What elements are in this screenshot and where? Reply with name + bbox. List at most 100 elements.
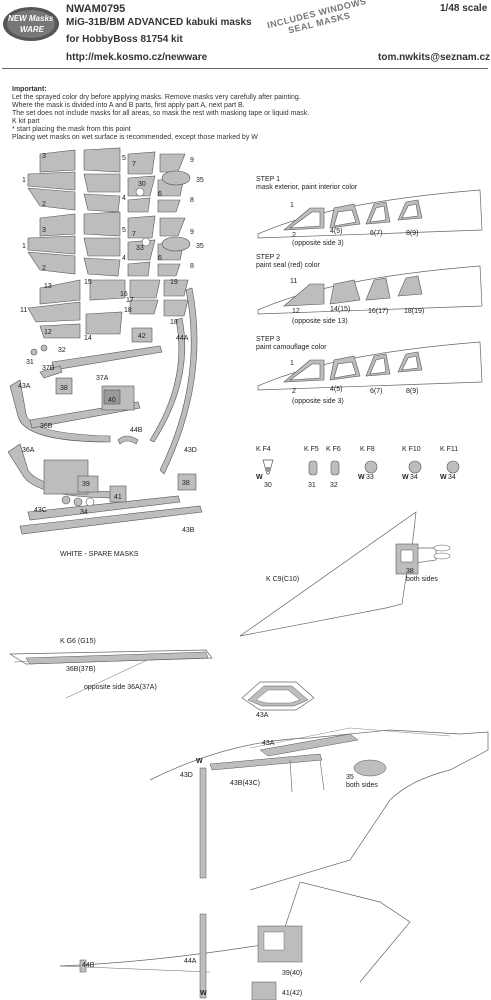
kit-part-label: K F8 [360, 446, 375, 453]
sheet-num: 12 [44, 329, 52, 336]
instruction-line: The set does not include masks for all a… [12, 110, 310, 117]
fuselage-label: 43A [262, 740, 275, 747]
step3-label: 4(5) [330, 386, 343, 393]
instruction-line: Important: [12, 86, 47, 93]
sheet-num: 7 [132, 231, 136, 238]
kit-part-label: K F6 [326, 446, 341, 453]
step2-label: 11 [290, 278, 298, 285]
wet-marker: W [196, 758, 203, 765]
sheet-num: 2 [42, 201, 46, 208]
fuselage-label: 43B(43C) [230, 780, 260, 787]
sheet-num: 31 [26, 359, 34, 366]
sheet-num: 33 [136, 245, 144, 252]
fuselage-label: 35 [346, 774, 354, 781]
sheet-num: 43D [184, 447, 197, 454]
wheel-masks: K F4 W 30 K F5 31 K F6 32 K F8 W 33 K F1… [252, 446, 482, 496]
step2-label: 14(15) [330, 306, 351, 313]
fuselage-side-diagram: 43A 43D 43B(43C) 35 both sides W [150, 720, 490, 890]
fuselage-label: both sides [346, 782, 378, 789]
sheet-num: 30 [138, 181, 146, 188]
sheet-num: 8 [190, 197, 194, 204]
step2-desc: paint seal (red) color [256, 262, 320, 269]
sheet-num: 40 [108, 397, 116, 404]
kit-part-label: K F4 [256, 446, 271, 453]
wet-marker: W [256, 474, 263, 481]
step1-title: STEP 1 [256, 176, 280, 183]
step3-label: 6(7) [370, 388, 383, 395]
tail-mask-number: 38 [406, 568, 414, 575]
logo-top-text: NEW Masks [8, 14, 54, 23]
wheel-f5-icon [308, 460, 318, 476]
step2-note: (opposite side 13) [292, 318, 348, 325]
fin-kit-label: K G6 (G15) [60, 638, 96, 645]
sheet-num: 42 [138, 333, 146, 340]
sheet-num: 2 [42, 265, 46, 272]
sheet-num: 43A [18, 383, 31, 390]
logo-oval [3, 7, 59, 41]
vertical-fin-diagram: K G6 (G15) 36B(37B) opposite side 36A(37… [6, 634, 216, 698]
kit-part-label: K F10 [402, 446, 421, 453]
sheet-num: 9 [190, 229, 194, 236]
wet-marker: W [358, 474, 365, 481]
step3-label: 8(9) [406, 388, 419, 395]
step1-note: (opposite side 3) [292, 240, 344, 247]
instruction-line: Where the mask is divided into A and B p… [12, 102, 245, 109]
sheet-num: 5 [122, 227, 126, 234]
sheet-num: 3 [42, 227, 46, 234]
sheet-num: 7 [132, 161, 136, 168]
canopy-mask-number: 43A [256, 712, 269, 719]
mask-number: 33 [366, 474, 374, 481]
sheet-labels: 3 5 7 9 1 30 35 2 4 6 8 3 5 7 9 1 33 35 … [18, 153, 204, 558]
sheet-num: 18 [170, 319, 178, 326]
step3-title: STEP 3 [256, 336, 280, 343]
instructions: Important: Let the sprayed color dry bef… [12, 86, 332, 142]
sheet-num: 15 [84, 279, 92, 286]
lower-fuselage-diagram: 44B 44A 39(40) 41(42) W [60, 882, 440, 1000]
step3-label: 2 [292, 388, 296, 395]
wheel-f8-icon [364, 460, 378, 474]
steps-panel: STEP 1 mask exterior, paint interior col… [250, 172, 490, 412]
mask-sheet: 3 5 7 9 1 30 35 2 4 6 8 3 5 7 9 1 33 35 … [7, 147, 204, 558]
step2-label: 12 [292, 308, 300, 315]
sheet-num: 44B [130, 427, 143, 434]
fuselage-label: 43D [180, 772, 193, 779]
sheet-num: 38 [60, 385, 68, 392]
sheet-num: 37A [96, 375, 109, 382]
canopy-drawing [241, 681, 315, 711]
tail-fin-drawing [239, 511, 451, 637]
sheet-num: 19 [170, 279, 178, 286]
fin-mask-number: 36B(37B) [66, 666, 96, 673]
product-subtitle: for HobbyBoss 81754 kit [66, 34, 183, 45]
lower-fuselage-drawing [60, 882, 411, 1000]
tail-kit-label: K C9(C10) [266, 576, 300, 583]
instruction-line: Placing wet masks on wet surface is reco… [12, 134, 258, 141]
sheet-num: 5 [122, 155, 126, 162]
sheet-num: 6 [158, 255, 162, 262]
kit-part-label: K F11 [440, 446, 459, 453]
logo: NEW Masks WARE [2, 5, 60, 43]
sheet-num: 13 [44, 283, 52, 290]
step3-label: 1 [290, 360, 294, 367]
windows-seal-stamp: INCLUDES WINDOWS SEAL MASKS [261, 0, 375, 41]
instruction-line: * start placing the mask from this point [12, 126, 131, 133]
sheet-num: 41 [114, 494, 122, 501]
sheet-num: 8 [190, 263, 194, 270]
canopy-frame-diagram: 43A [238, 676, 318, 722]
tail-fin-diagram: K C9(C10) 38 both sides [236, 508, 488, 648]
sheet-num: 44A [176, 335, 189, 342]
instruction-line: K kit part [12, 118, 40, 125]
wet-marker: W [402, 474, 409, 481]
wet-marker: W [200, 990, 207, 997]
product-code: NWAM0795 [66, 3, 126, 15]
sheet-num: 6 [158, 191, 162, 198]
instruction-line: Let the sprayed color dry before applyin… [12, 94, 301, 101]
sheet-num: 43B [182, 527, 195, 534]
sheet-num: 11 [20, 307, 27, 314]
step2-label: 18(19) [404, 308, 425, 315]
wet-marker: W [440, 474, 447, 481]
lower-label: 41(42) [282, 990, 303, 997]
tail-note: both sides [406, 576, 438, 583]
contact-email: tom.nwkits@seznam.cz [378, 52, 491, 63]
sheet-num: 32 [58, 347, 66, 354]
sheet-footer: WHITE - SPARE MASKS [60, 551, 139, 558]
